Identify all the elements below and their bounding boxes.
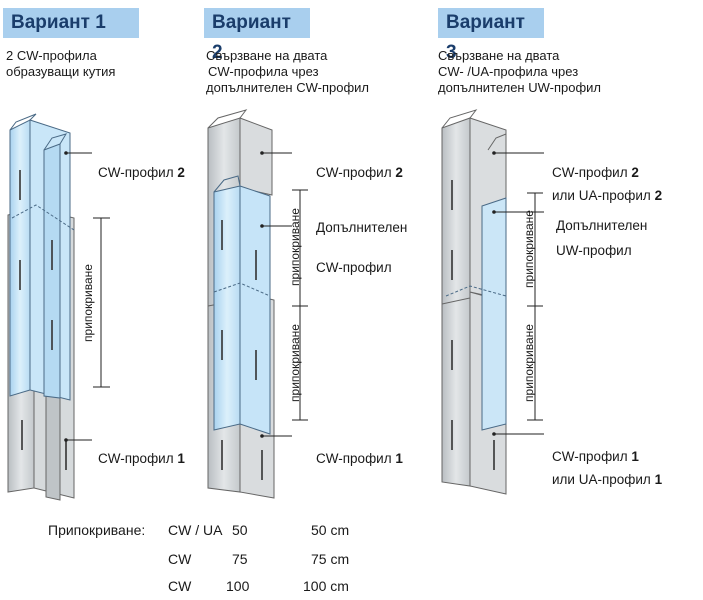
variant-2-description: Свързване на двата CW-профила чрез допъл… [206, 48, 369, 96]
variant-1-top-label: CW-профил 2 [98, 164, 185, 181]
label-number: 2 [395, 165, 403, 180]
variant-2-title: Вариант 2 [204, 8, 310, 63]
desc-line: 2 CW-профила [6, 48, 97, 63]
variant-3-bottom-label-2: или UA-профил 1 [552, 471, 662, 488]
variant-2-figure [207, 109, 308, 499]
additional-cw-profile-web [239, 185, 271, 435]
variant-2-overlap-label-upper: припокриване [288, 208, 302, 286]
variant-3-bottom-label-1: CW-профил 1 [552, 448, 639, 465]
profile-2-upper [9, 119, 31, 397]
label-number: 2 [631, 165, 639, 180]
overlap-row-profile: CW [168, 578, 192, 594]
variant-3-overlap-label-upper: припокриване [522, 210, 536, 288]
profile-2-upper-web [239, 117, 273, 196]
variant-3-overlap-label-lower: припокриване [522, 324, 536, 402]
label-text: CW-профил [552, 165, 632, 180]
label-number: 1 [631, 449, 639, 464]
variant-2-overlap-label-lower: припокриване [288, 324, 302, 402]
label-number: 1 [395, 451, 403, 466]
overlap-row-size: 100 [226, 578, 250, 594]
overlap-row-length: 100 cm [303, 578, 349, 594]
variant-2-bottom-label: CW-профил 1 [316, 450, 403, 467]
overlap-dash-line [213, 282, 271, 297]
variant-3-title: Вариант 3 [438, 8, 544, 63]
label-text: CW-профил [316, 451, 396, 466]
profile-2-upper [441, 117, 471, 305]
profile-2-upper-flange [43, 143, 61, 399]
variant-2-mid-label-2: CW-профил [316, 260, 392, 275]
overlap-row-length: 75 cm [311, 551, 350, 567]
variant-1-overlap-label: припокриване [81, 264, 95, 342]
label-text: CW-профил [552, 449, 632, 464]
variant-1-title: Вариант 1 [3, 8, 139, 38]
variant-2-top-label: CW-профил 2 [316, 164, 403, 181]
desc-line: допълнителен UW-профил [438, 80, 602, 95]
label-text: CW-профил [98, 451, 178, 466]
variant-3-mid-label-2: UW-профил [556, 243, 632, 258]
label-number: 2 [654, 188, 663, 203]
variant-1-figure [7, 113, 110, 501]
label-text: CW-профил [98, 165, 178, 180]
variant-3-description: Свързване на двата CW- /UA-профила чрез … [438, 48, 601, 96]
variant-1-description: 2 CW-профила образуващи кутия [6, 48, 115, 80]
desc-line: CW-профила чрез [208, 64, 319, 79]
desc-line: Свързване на двата [438, 48, 560, 63]
label-number: 1 [177, 451, 185, 466]
overlap-row-size: 75 [232, 551, 248, 567]
overlap-dash-line [445, 285, 507, 297]
variant-3-top-label-1: CW-профил 2 [552, 164, 639, 181]
overlap-row-size: 50 [232, 522, 248, 538]
overlap-row-profile: CW [168, 551, 192, 567]
variant-1-bottom-label: CW-профил 1 [98, 450, 185, 467]
desc-line: допълнителен CW-профил [206, 80, 370, 95]
overlap-row-length: 50 cm [311, 522, 350, 538]
label-text: или UA-профил [552, 188, 655, 203]
additional-cw-profile [213, 185, 241, 431]
variant-2-mid-label-1: Допълнителен [316, 220, 408, 235]
overlap-row-profile: CW / UA [168, 522, 223, 538]
label-text: CW-профил [316, 165, 396, 180]
variant-3-top-label-2: или UA-профил 2 [552, 187, 662, 204]
desc-line: CW- /UA-профила чрез [438, 64, 579, 79]
desc-line: Свързване на двата [206, 48, 328, 63]
profile-1-lower-flange [45, 389, 61, 501]
label-number: 2 [177, 165, 185, 180]
additional-uw-profile [481, 197, 507, 431]
overlap-table-heading: Припокриване: [48, 522, 146, 538]
label-number: 1 [654, 472, 663, 487]
desc-line: образуващи кутия [6, 64, 116, 79]
overlap-dash-line [11, 204, 75, 231]
variant-3-figure [441, 109, 544, 495]
profile-1-lower [441, 291, 471, 487]
label-text: или UA-профил [552, 472, 655, 487]
variant-3-mid-label-1: Допълнителен [556, 218, 648, 233]
